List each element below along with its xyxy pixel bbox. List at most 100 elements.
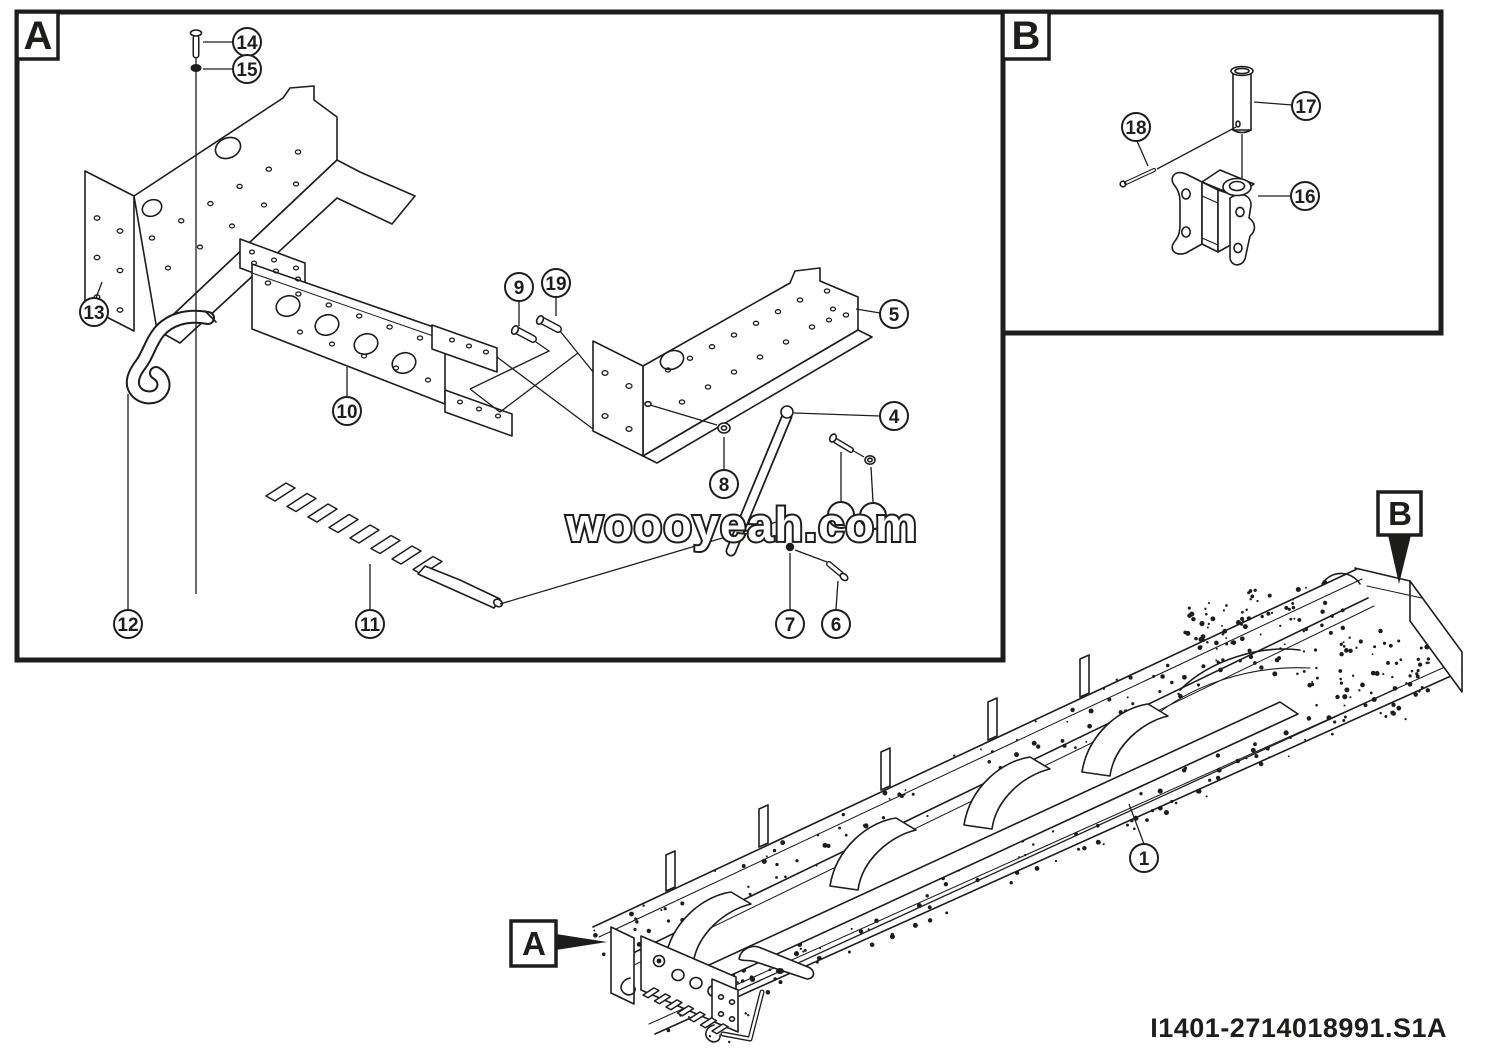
bolt-hole <box>270 257 278 263</box>
callout-10: 10 <box>332 396 362 426</box>
rivet-dot <box>1215 753 1221 758</box>
rivet-dot <box>1410 669 1414 673</box>
rivet-dot <box>1034 720 1037 723</box>
rivet-dot <box>728 1040 731 1044</box>
rivet-dot <box>1132 827 1136 831</box>
fastener-4-bolt-nut <box>828 433 876 503</box>
bolt-hole <box>294 276 302 282</box>
bolt-hole <box>448 337 456 343</box>
rivet-dot <box>980 748 982 751</box>
bolt-hole <box>264 280 272 286</box>
rivet-dot <box>926 814 929 818</box>
rivet-dot <box>1339 652 1344 657</box>
detail-a-border <box>14 9 1006 663</box>
rivet-dot <box>850 927 853 930</box>
callout-17: 17 <box>1291 91 1321 121</box>
bolt-hole <box>392 365 400 371</box>
part-16-tow-bracket <box>1171 169 1256 266</box>
rivet-dot <box>1034 866 1040 871</box>
rivet-dot <box>1267 593 1272 598</box>
rivet-dot <box>1351 674 1355 677</box>
rivet-dot <box>1032 843 1035 846</box>
rivet-dot <box>747 885 750 888</box>
rivet-dot <box>1370 670 1376 676</box>
rib-blade <box>642 987 660 999</box>
svg-text:10: 10 <box>336 402 357 423</box>
svg-text:1: 1 <box>1139 849 1150 870</box>
rivet-dot <box>1256 599 1259 603</box>
rivet-dot <box>953 754 956 757</box>
rivet-dot <box>1348 648 1353 653</box>
rivet-dot <box>1126 823 1129 827</box>
rivet-dot <box>1391 702 1396 707</box>
rivet-dot <box>1210 616 1216 622</box>
part-13-bracket <box>84 85 416 344</box>
rivet-dot <box>593 929 596 932</box>
rivet-dot <box>1340 625 1346 631</box>
rivet-dot <box>826 843 831 849</box>
bolt-hole <box>292 265 300 271</box>
rivet-dot <box>1076 847 1081 851</box>
rivet-dot <box>1206 641 1209 644</box>
bolt-hole <box>625 426 633 432</box>
detail-a-label-box <box>15 10 60 61</box>
rivet-dot <box>663 907 667 911</box>
rivet-dot <box>593 932 598 938</box>
rivet-dot <box>1083 846 1087 850</box>
bolt-hole <box>475 406 483 412</box>
rivet-dot <box>1374 670 1380 677</box>
rivet-dot <box>1240 610 1244 614</box>
rivet-dot <box>1302 669 1306 673</box>
rivet-dot <box>1388 643 1393 648</box>
rivet-dot <box>889 934 895 940</box>
rivet-dot <box>1239 636 1245 642</box>
rivet-dot <box>1095 839 1101 845</box>
rivet-dot <box>765 990 771 995</box>
callout-12: 12 <box>113 609 143 639</box>
rivet-dot <box>1225 637 1228 640</box>
rivet-dot <box>1386 660 1390 665</box>
rivet-dot <box>1348 636 1351 639</box>
rivet-dot <box>881 816 886 820</box>
bolt-hole <box>730 332 738 338</box>
bolt-hole <box>601 370 609 376</box>
rivet-dot <box>841 812 845 817</box>
svg-text:16: 16 <box>1294 187 1315 208</box>
bolt-hole <box>207 200 214 207</box>
rivet-dot <box>1360 682 1365 688</box>
part-12-hook <box>125 309 217 405</box>
rivet-dot <box>1358 639 1363 644</box>
rivet-dot <box>1339 681 1344 685</box>
rivet-dot <box>1088 708 1094 714</box>
rib-blade <box>370 534 401 555</box>
rivet-dot <box>1404 718 1407 721</box>
rivet-dot <box>1207 622 1210 626</box>
part-11-ribbed-step <box>265 482 504 609</box>
callout-15: 15 <box>232 54 262 84</box>
rivet-dot <box>1397 639 1401 643</box>
rivet-dot <box>1382 673 1385 676</box>
bolt-hole <box>842 312 850 318</box>
detail-a-label: A <box>24 14 53 58</box>
rivet-dot <box>736 981 739 984</box>
rib-blade <box>665 999 683 1011</box>
rivet-dot <box>748 892 752 896</box>
bolt-hole <box>482 349 490 355</box>
rivet-dot <box>1194 636 1198 641</box>
rivet-dot <box>1291 605 1296 610</box>
leader-lines-a <box>95 41 881 610</box>
rivet-dot <box>1087 723 1092 729</box>
svg-text:9: 9 <box>514 278 525 299</box>
rivet-dot <box>803 948 807 952</box>
rivet-dot <box>1394 661 1399 666</box>
rivet-dot <box>1416 657 1420 662</box>
part-17-pin <box>1230 65 1254 134</box>
rivet-dot <box>1225 604 1228 607</box>
rivet-dot <box>1315 703 1318 707</box>
rivet-dot <box>793 951 800 957</box>
svg-text:B: B <box>1388 495 1412 532</box>
rib-blade <box>307 503 338 523</box>
rivet-dot <box>1247 648 1252 653</box>
rivet-dot <box>1417 662 1423 667</box>
rivet-dot <box>1066 720 1069 723</box>
